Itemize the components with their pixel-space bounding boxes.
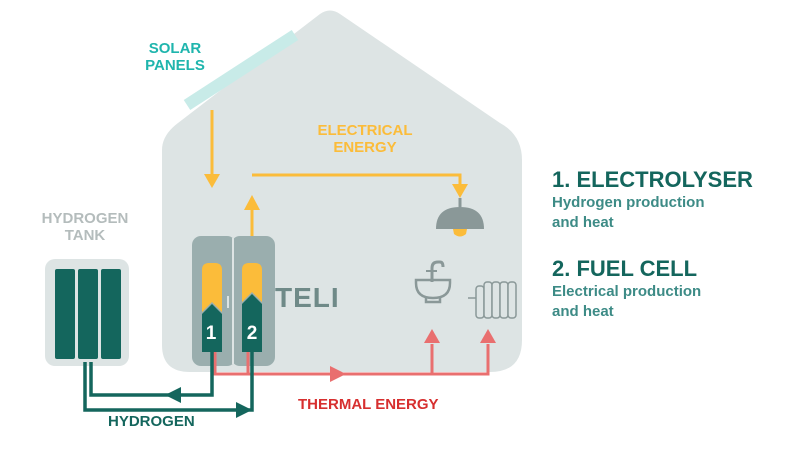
lamp-icon <box>436 198 484 237</box>
legend-fuel-cell-description: Electrical production and heat <box>552 283 702 320</box>
legend-electrolyser-title: 1. ELECTROLYSER <box>552 167 753 192</box>
thermal-energy-label: THERMAL ENERGY <box>298 396 439 413</box>
hydrogen-tank-icon <box>45 259 129 366</box>
electrolyser-cell <box>202 304 222 352</box>
hydrogen-tank-label: HYDROGEN TANK <box>41 210 129 245</box>
thermal-energy-flow <box>213 344 490 376</box>
electrical-arrowheads <box>204 174 468 210</box>
hydrogen-flow <box>83 352 254 412</box>
legend-electrolyser-description: Hydrogen production and heat <box>552 194 705 231</box>
hydrogen-label: HYDROGEN <box>108 413 195 430</box>
teli-unit <box>192 236 275 366</box>
radiator-icon <box>468 281 517 319</box>
sink-icon <box>414 260 452 304</box>
unit-2-label: 2 <box>246 323 258 344</box>
thermal-arrowheads <box>330 329 496 382</box>
electrical-energy-label: ELECTRICAL ENERGY <box>317 122 413 157</box>
solar-panels-label: SOLAR PANELS <box>145 40 205 75</box>
teli-label: TELI <box>275 282 340 313</box>
solar-panel-icon <box>183 29 299 111</box>
legend-fuel-cell-title: 2. FUEL CELL <box>552 256 698 281</box>
fuel-cell <box>242 294 262 352</box>
unit-1-label: 1 <box>205 323 217 344</box>
hydrogen-arrowheads <box>165 387 252 418</box>
